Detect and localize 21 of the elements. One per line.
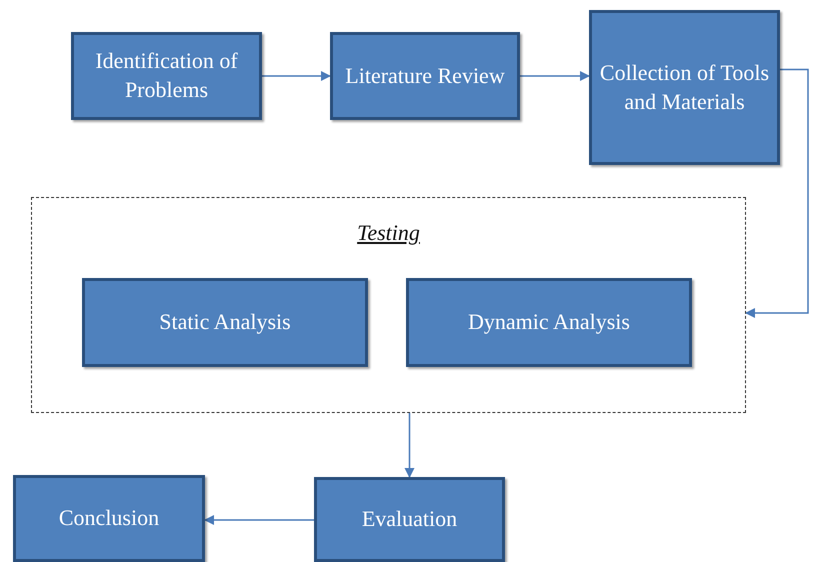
process-box <box>406 278 692 367</box>
process-box <box>71 32 262 120</box>
box-label: Static Analysis <box>158 308 292 336</box>
box-label: Identification of Problems <box>94 47 239 104</box>
box-label: Literature Review <box>344 62 506 90</box>
arrow <box>520 71 590 81</box>
box-label: Collection of Tools and Materials <box>598 58 770 116</box>
process-box <box>314 477 505 562</box>
box-label: Dynamic Analysis <box>467 308 631 336</box>
process-box <box>13 475 205 562</box>
dashed-group-box <box>31 197 746 413</box>
arrow <box>262 71 331 81</box>
box-label: Conclusion <box>58 504 160 532</box>
process-box <box>82 278 368 367</box>
arrow <box>204 515 314 525</box>
group-heading: Testing <box>356 220 421 246</box>
process-box <box>330 32 520 120</box>
box-label: Evaluation <box>360 505 458 534</box>
arrow <box>745 68 809 318</box>
arrow <box>404 413 414 478</box>
process-box <box>589 10 780 165</box>
